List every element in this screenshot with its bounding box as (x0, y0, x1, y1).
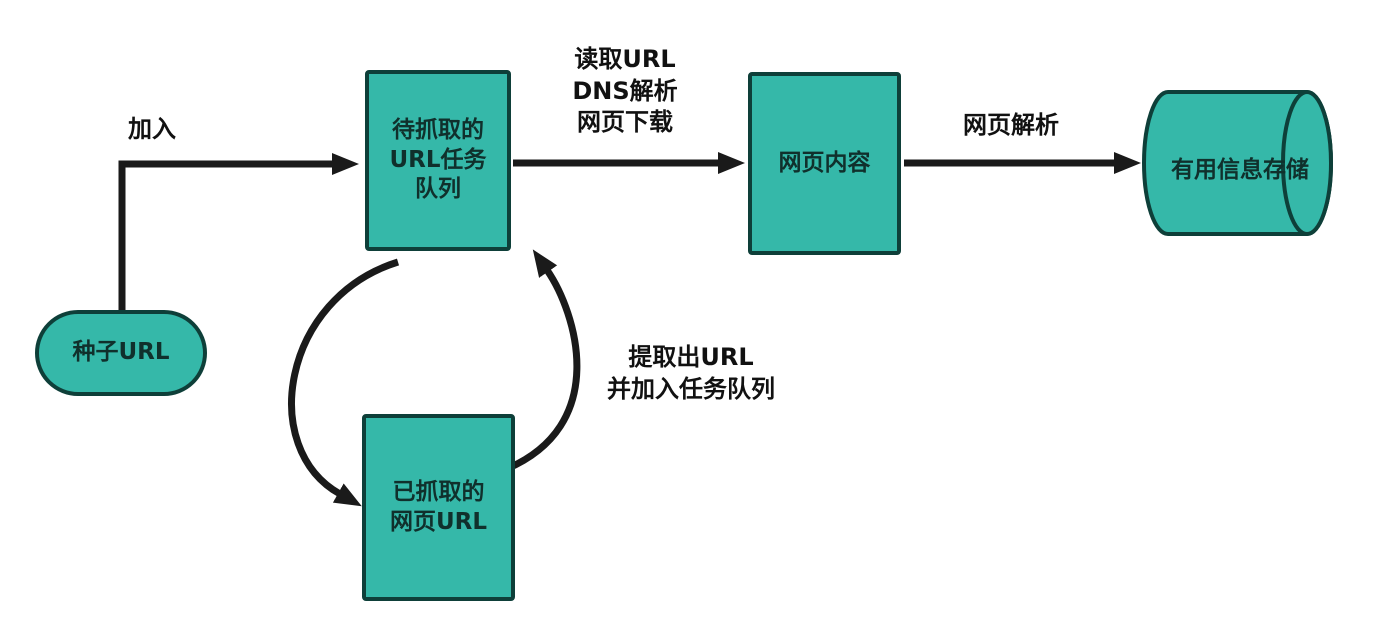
node-crawled-url-line2: 网页URL (389, 508, 488, 535)
node-page-content-label: 网页内容 (778, 149, 871, 176)
node-crawled-url-line1: 已抓取的 (392, 478, 485, 505)
storage-cylinder (1142, 90, 1333, 236)
edge-label-fetch-line2: DNS解析 (572, 76, 678, 105)
arrow-seed-to-queue (118, 153, 359, 312)
edge-label-extract: 提取出URL 并加入任务队列 (576, 342, 806, 405)
edge-label-parse: 网页解析 (963, 111, 1059, 139)
node-task-queue-line2: URL任务 (389, 146, 487, 173)
arrow-loop-left (288, 258, 400, 507)
node-storage-label: 有用信息存储 (1171, 157, 1309, 183)
edge-label-fetch-line3: 网页下载 (577, 108, 673, 137)
node-crawled-url: 已抓取的 网页URL (362, 414, 515, 601)
edge-label-fetch-line1: 读取URL (574, 45, 676, 73)
node-page-content: 网页内容 (748, 72, 901, 255)
node-task-queue-line1: 待抓取的 (392, 116, 484, 143)
node-task-queue: 待抓取的 URL任务 队列 (365, 70, 511, 251)
edge-label-extract-line1: 提取出URL (628, 343, 754, 371)
node-seed-url-label: 种子URL (72, 339, 170, 366)
node-task-queue-line3: 队列 (415, 176, 461, 203)
edge-label-join: 加入 (128, 115, 176, 143)
edge-label-extract-line2: 并加入任务队列 (607, 374, 775, 403)
node-seed-url: 种子URL (35, 310, 207, 396)
edge-label-fetch: 读取URL DNS解析 网页下载 (533, 44, 717, 139)
arrow-loop-right (502, 249, 581, 474)
